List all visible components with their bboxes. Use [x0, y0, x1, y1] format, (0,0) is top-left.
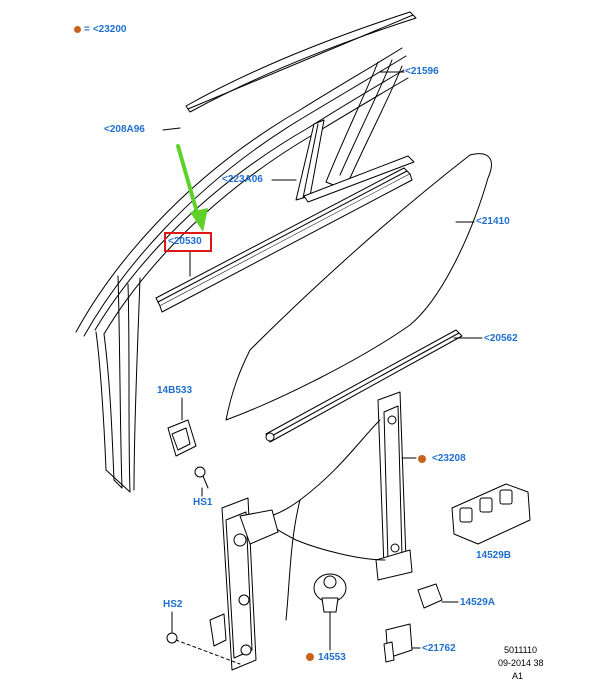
label-21596[interactable]: <21596	[405, 66, 439, 77]
label-HS2[interactable]: HS2	[163, 599, 183, 610]
legend: =<23200	[74, 24, 127, 36]
label-208A96[interactable]: <208A96	[104, 124, 145, 135]
label-21762[interactable]: <21762	[422, 643, 456, 654]
label-14553[interactable]: 14553	[318, 652, 346, 663]
part-20562-weatherstrip	[265, 329, 463, 443]
leader-lines	[162, 71, 483, 603]
part-20530-belt-moulding	[155, 155, 415, 313]
label-14529B[interactable]: 14529B	[476, 550, 512, 561]
pointer-arrow	[176, 144, 208, 232]
label-23208[interactable]: <23208	[432, 453, 466, 464]
ref-line-1: 5011110	[504, 645, 538, 655]
regulator-rail	[375, 391, 413, 581]
part-14529B-switch	[451, 483, 531, 545]
part-208A96-moulding	[185, 11, 417, 113]
label-21410[interactable]: <21410	[476, 216, 510, 227]
regulator-lower-bracket	[209, 497, 279, 671]
legend-equals: =	[84, 24, 90, 35]
label-223A06[interactable]: <223A06	[222, 174, 263, 185]
label-14529A[interactable]: 14529A	[460, 597, 496, 608]
label-14B533[interactable]: 14B533	[157, 385, 193, 396]
part-21410-glass	[225, 153, 492, 421]
label-HS1[interactable]: HS1	[193, 497, 213, 508]
label-20530[interactable]: <20530	[168, 236, 202, 247]
part-14B533-module	[167, 397, 197, 457]
part-HS1-screw	[194, 466, 209, 497]
dot-23208	[418, 455, 426, 463]
ref-line-3: A1	[512, 671, 524, 681]
dot-14553	[306, 653, 314, 661]
part-14529A-switch	[417, 583, 459, 609]
part-HS2-screw	[166, 611, 241, 665]
ref-line-2: 09-2014 38	[498, 658, 544, 668]
legend-part: <23200	[92, 24, 127, 35]
door-frame-run-channel	[75, 47, 409, 493]
highlight-box	[164, 232, 212, 252]
part-14553-motor	[313, 573, 347, 651]
label-20562[interactable]: <20562	[484, 333, 518, 344]
legend-dot	[74, 25, 81, 33]
part-21762-clip	[383, 623, 421, 663]
